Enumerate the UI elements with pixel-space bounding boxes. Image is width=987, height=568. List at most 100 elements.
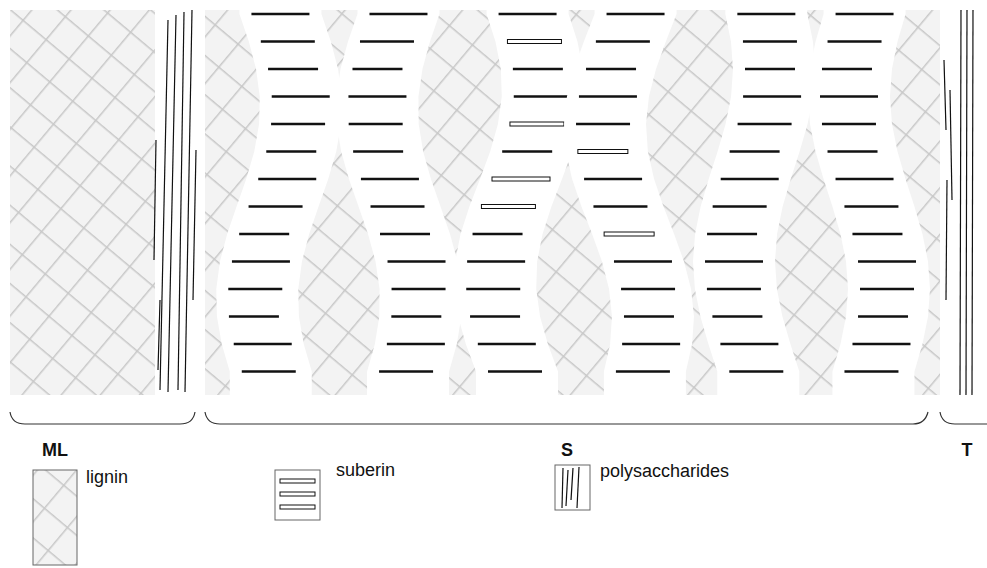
suberin-band [808, 10, 930, 395]
suberin-lamella [820, 95, 878, 98]
suberin-lamella [488, 370, 542, 373]
suberin-lamella [828, 40, 882, 43]
suberin-lamella [242, 370, 296, 373]
suberin-lamella [478, 343, 536, 346]
suberin-lamella [607, 13, 665, 16]
suberin-lamella [466, 288, 520, 291]
suberin-lamella [499, 13, 557, 16]
suberin-lamella [707, 233, 757, 236]
layer-label: T [962, 441, 973, 461]
suberin-lamella [473, 233, 523, 236]
suberin-lamella [822, 68, 872, 71]
legend-text: polysaccharides [600, 462, 729, 482]
polysaccharide-lines [154, 10, 196, 392]
suberin-lamella [392, 288, 446, 291]
suberin-lamella [371, 205, 425, 208]
suberin-lamella [348, 95, 406, 98]
suberin-lamella [249, 205, 303, 208]
suberin-lamella [844, 205, 898, 208]
layer-label: ML [42, 441, 68, 461]
suberin-lamella [844, 370, 898, 373]
suberin-lamella [858, 260, 916, 263]
suberin-lamella [239, 233, 289, 236]
suberin-lamella [712, 315, 762, 318]
suberin-lamella [228, 288, 282, 291]
suberin-lamella [268, 68, 318, 71]
polysaccharide-swatch [555, 465, 590, 510]
suberin-lamella [604, 232, 654, 236]
suberin-lamella [852, 343, 910, 346]
suberin-lamella [353, 150, 403, 153]
suberin-lamella [586, 68, 636, 71]
suberin-lamella [467, 260, 525, 263]
suberin-lamella [251, 13, 309, 16]
suberin-lamella [616, 370, 670, 373]
suberin-lamella [510, 122, 564, 126]
lignin-region [10, 10, 155, 395]
suberin-lamella [852, 233, 902, 236]
layer-label: S [561, 441, 573, 461]
suberin-lamella [507, 40, 561, 44]
suberin-lamella [705, 260, 763, 263]
suberin-lamella [578, 150, 628, 154]
suberin-lamella [822, 123, 876, 126]
suberin-lamella [743, 40, 797, 43]
suberin-band [216, 10, 341, 395]
suberin-lamella [729, 370, 783, 373]
suberin-lamella [234, 343, 292, 346]
suberin-band [693, 10, 815, 395]
suberin-lamella [713, 205, 767, 208]
suberin-lamella [229, 315, 279, 318]
suberin-lamella [470, 315, 520, 318]
suberin-lamella [576, 123, 630, 126]
suberin-lamella [738, 123, 792, 126]
brace [10, 412, 987, 424]
suberin-lamella [391, 315, 441, 318]
legend-text: suberin [336, 461, 395, 481]
suberin-lamella [596, 40, 650, 43]
suberin-band [454, 10, 584, 395]
suberin-lamella [369, 13, 427, 16]
suberin-lamella [720, 343, 778, 346]
suberin-lamella [860, 288, 914, 291]
suberin-lamella [272, 95, 330, 98]
lignin-region [205, 10, 940, 395]
suberin-lamella [513, 68, 563, 71]
suberin-lamella [730, 150, 780, 153]
suberin-lamella [352, 68, 402, 71]
suberin-lamella [828, 150, 878, 153]
legend-text: lignin [86, 468, 128, 488]
suberin-lamella [743, 95, 801, 98]
suberin-lamella [514, 95, 572, 98]
suberin-lamella [858, 315, 908, 318]
suberin-lamella [593, 205, 647, 208]
suberin-lamella [721, 178, 779, 181]
suberin-lamella [622, 343, 680, 346]
suberin-lamella [387, 343, 445, 346]
suberin-lamella [584, 178, 642, 181]
suberin-lamella [624, 315, 674, 318]
suberin-lamella [502, 150, 552, 153]
suberin-lamella [349, 123, 403, 126]
suberin-lamella [360, 40, 414, 43]
suberin-lamella [614, 260, 672, 263]
suberin-lamella [745, 68, 795, 71]
suberin-lamella [261, 40, 315, 43]
suberin-band [564, 10, 694, 395]
suberin-lamella [258, 178, 316, 181]
suberin-band [336, 10, 461, 395]
suberin-lamella [621, 288, 675, 291]
suberin-lamella [737, 13, 795, 16]
lignin-swatch [33, 470, 77, 565]
suberin-lamella [481, 205, 535, 209]
suberin-lamella [271, 123, 325, 126]
suberin-lamella [492, 177, 550, 181]
suberin-lamella [707, 288, 761, 291]
suberin-lamella [361, 178, 419, 181]
suberin-lamella [232, 260, 290, 263]
polysaccharide-lines [944, 10, 973, 395]
suberin-lamella [266, 150, 316, 153]
suberin-lamella [836, 178, 894, 181]
suberin-lamella [579, 95, 637, 98]
